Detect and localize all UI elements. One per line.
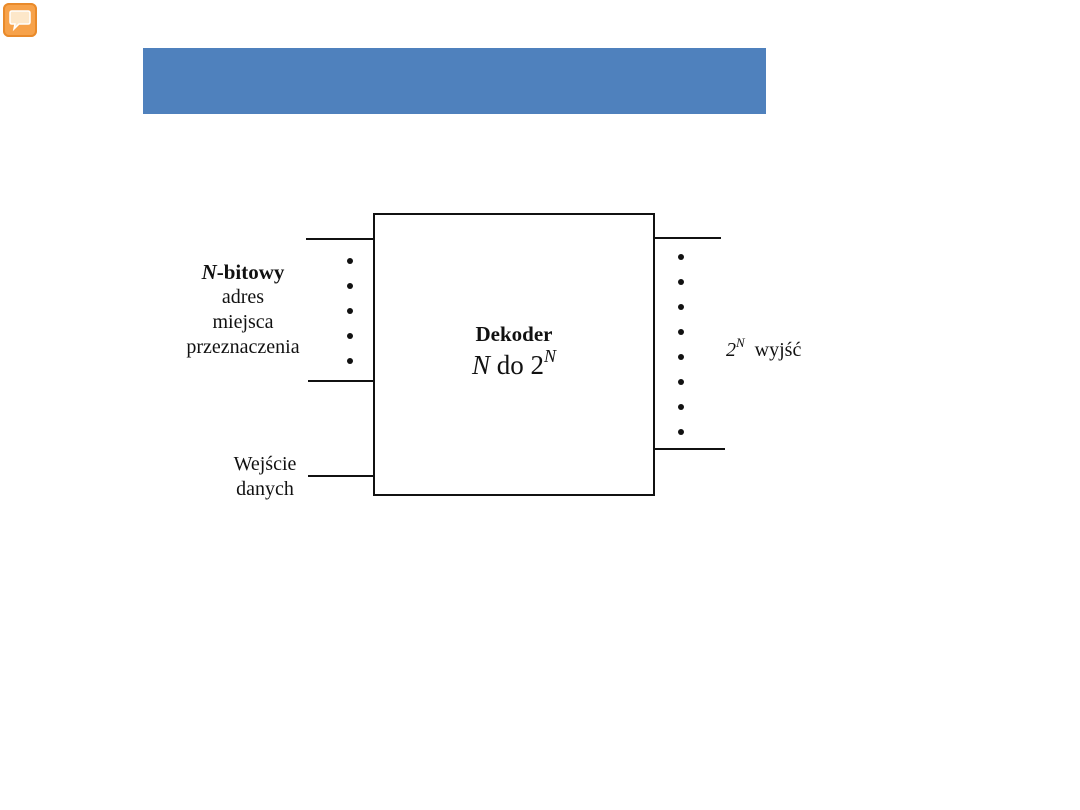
address-dot [347,358,353,364]
decoder-range-sup: N [544,346,557,366]
speech-bubble-icon [9,10,31,32]
decoder-box [373,213,655,496]
output-dot [678,379,684,385]
address-line-3: przeznaczenia [186,336,300,358]
data-input-label: Wejście danych [210,452,320,502]
outputs-sup: N [736,335,745,350]
address-dot [347,333,353,339]
decoder-range-n: N [471,350,490,380]
output-dot [678,354,684,360]
output-dot [678,429,684,435]
comment-icon[interactable] [3,3,37,37]
address-bitowy: -bitowy [216,260,285,284]
address-width-label: N-bitowy [168,260,318,285]
decoder-range-mid: do 2 [490,350,544,380]
address-dot [347,258,353,264]
address-dot [347,283,353,289]
outputs-base: 2 [726,339,736,361]
output-dots [678,254,684,435]
outputs-label: 2N wyjść [726,335,836,363]
data-line-2: danych [236,478,294,500]
address-dots [347,258,353,364]
address-input-label: N-bitowy adres miejsca przeznaczenia [168,260,318,360]
output-dot [678,404,684,410]
outputs-text: wyjść [754,339,802,361]
output-dot [678,329,684,335]
address-n: N [201,260,217,284]
output-dot [678,279,684,285]
address-dot [347,308,353,314]
address-line-2: miejsca [212,311,274,333]
decoder-name: Dekoder [475,322,553,346]
address-line-1: adres [221,286,265,308]
output-dot [678,304,684,310]
decoder-range: N do 2N [374,347,654,380]
decoder-label: Dekoder N do 2N [374,322,654,380]
output-dot [678,254,684,260]
title-bar [143,48,766,114]
data-line-1: Wejście [233,453,297,475]
